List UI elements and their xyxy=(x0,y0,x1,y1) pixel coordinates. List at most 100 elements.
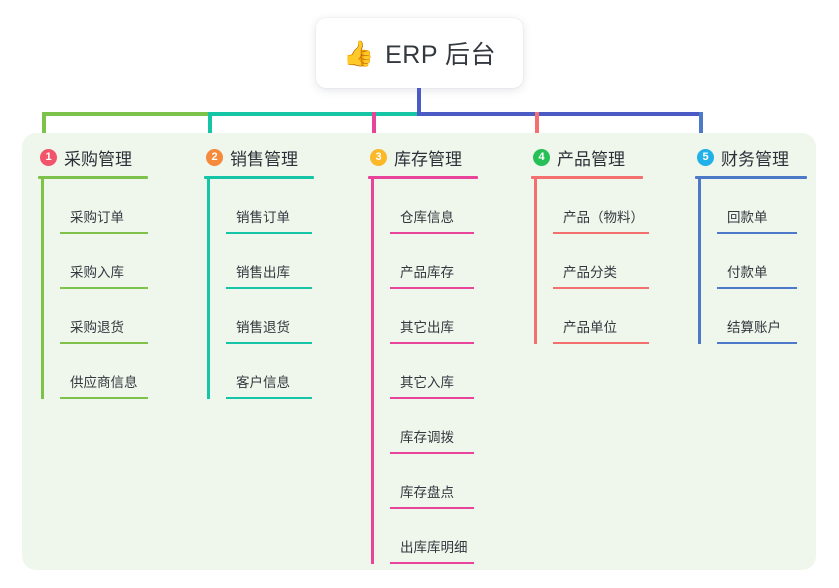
branch-item[interactable]: 其它入库 xyxy=(390,344,478,399)
branch-spine xyxy=(41,179,44,399)
branch-item[interactable]: 其它出库 xyxy=(390,289,478,344)
branch-item-label: 库存盘点 xyxy=(400,485,454,500)
branch-item-label: 产品库存 xyxy=(400,265,454,280)
branch-item[interactable]: 产品单位 xyxy=(553,289,649,344)
branch-item-list: 仓库信息产品库存其它出库其它入库库存调拨库存盘点出库库明细 xyxy=(368,179,478,564)
branch-item-label: 付款单 xyxy=(727,265,768,280)
branch-header-rule xyxy=(204,176,314,179)
branch-item-label: 产品单位 xyxy=(563,320,617,335)
branch-column-4: 4 产品管理产品（物料） 产品分类产品单位 xyxy=(531,144,649,344)
branch-item[interactable]: 销售出库 xyxy=(226,234,314,289)
branch-item-rule xyxy=(390,397,474,399)
branch-item[interactable]: 付款单 xyxy=(717,234,807,289)
branch-number-badge: 2 xyxy=(206,148,223,166)
root-title: ERP 后台 xyxy=(385,41,497,69)
branch-column-5: 5 财务管理回款单付款单结算账户 xyxy=(695,144,807,344)
branch-item-rule xyxy=(553,232,649,234)
branch-item-rule xyxy=(60,342,148,344)
branches-panel xyxy=(22,133,816,570)
branch-header-2[interactable]: 2 销售管理 xyxy=(204,144,314,170)
branch-column-2: 2 销售管理销售订单销售出库销售退货客户信息 xyxy=(204,144,314,399)
branch-header-rule xyxy=(695,176,807,179)
branch-item-rule xyxy=(60,232,148,234)
branch-spine xyxy=(698,179,701,344)
branch-item-list: 产品（物料） 产品分类产品单位 xyxy=(531,179,649,344)
branch-item-rule xyxy=(226,287,312,289)
branch-item[interactable]: 销售退货 xyxy=(226,289,314,344)
branch-title: 库存管理 xyxy=(394,149,462,169)
branch-item[interactable]: 回款单 xyxy=(717,179,807,234)
branch-item[interactable]: 库存调拨 xyxy=(390,399,478,454)
thumbs-up-icon: 👍 xyxy=(342,39,375,68)
bus-segment-1 xyxy=(42,112,208,116)
branch-number-badge: 4 xyxy=(533,148,550,166)
branch-item-label: 客户信息 xyxy=(236,375,290,390)
branch-item-rule xyxy=(390,562,474,564)
branch-item-rule xyxy=(717,342,797,344)
branch-item-rule xyxy=(717,287,797,289)
branch-item-label: 库存调拨 xyxy=(400,430,454,445)
branch-number-badge: 5 xyxy=(697,148,714,166)
branch-item-rule xyxy=(226,397,312,399)
branch-item[interactable]: 采购入库 xyxy=(60,234,148,289)
branch-item-rule xyxy=(390,452,474,454)
branch-item-label: 仓库信息 xyxy=(400,210,454,225)
branch-item-rule xyxy=(226,232,312,234)
branch-item[interactable]: 客户信息 xyxy=(226,344,314,399)
branch-spine xyxy=(371,179,374,564)
branch-spine xyxy=(207,179,210,399)
branch-number-badge: 3 xyxy=(370,148,387,166)
branch-spine xyxy=(534,179,537,344)
branch-item-rule xyxy=(390,342,474,344)
branch-header-5[interactable]: 5 财务管理 xyxy=(695,144,807,170)
branch-header-rule xyxy=(38,176,148,179)
root-trunk-connector xyxy=(417,88,421,114)
branch-item[interactable]: 销售订单 xyxy=(226,179,314,234)
branch-item-label: 回款单 xyxy=(727,210,768,225)
branch-header-rule xyxy=(368,176,478,179)
branch-item[interactable]: 供应商信息 xyxy=(60,344,148,399)
branch-item-rule xyxy=(390,232,474,234)
branch-item-label: 销售退货 xyxy=(236,320,290,335)
branch-item-label: 产品（物料） xyxy=(563,210,644,225)
branch-item-rule xyxy=(390,507,474,509)
branch-item-rule xyxy=(226,342,312,344)
branch-item[interactable]: 结算账户 xyxy=(717,289,807,344)
root-node[interactable]: 👍 ERP 后台 xyxy=(316,18,523,88)
branch-item[interactable]: 仓库信息 xyxy=(390,179,478,234)
branch-item[interactable]: 产品（物料） xyxy=(553,179,649,234)
branch-item-label: 采购退货 xyxy=(70,320,124,335)
branch-column-3: 3 库存管理仓库信息产品库存其它出库其它入库库存调拨库存盘点出库库明细 xyxy=(368,144,478,564)
branch-title: 财务管理 xyxy=(721,149,789,169)
branch-number-badge: 1 xyxy=(40,148,57,166)
branch-item[interactable]: 产品分类 xyxy=(553,234,649,289)
branch-item-list: 销售订单销售出库销售退货客户信息 xyxy=(204,179,314,399)
branch-item-label: 其它入库 xyxy=(400,375,454,390)
branch-item[interactable]: 出库库明细 xyxy=(390,509,478,564)
branch-item-label: 其它出库 xyxy=(400,320,454,335)
branch-item-list: 采购订单采购入库采购退货供应商信息 xyxy=(38,179,148,399)
branch-item[interactable]: 采购退货 xyxy=(60,289,148,344)
branch-item[interactable]: 产品库存 xyxy=(390,234,478,289)
branch-item-label: 出库库明细 xyxy=(400,540,468,555)
branch-item-label: 采购入库 xyxy=(70,265,124,280)
branch-header-3[interactable]: 3 库存管理 xyxy=(368,144,478,170)
branch-item[interactable]: 采购订单 xyxy=(60,179,148,234)
branch-item-rule xyxy=(553,287,649,289)
branch-item-label: 产品分类 xyxy=(563,265,617,280)
branch-item-rule xyxy=(390,287,474,289)
branch-title: 销售管理 xyxy=(230,149,298,169)
branch-item-rule xyxy=(60,287,148,289)
branch-header-4[interactable]: 4 产品管理 xyxy=(531,144,643,170)
branch-item-label: 供应商信息 xyxy=(70,375,138,390)
branch-item-rule xyxy=(60,397,148,399)
branch-item-list: 回款单付款单结算账户 xyxy=(695,179,807,344)
branch-item-label: 采购订单 xyxy=(70,210,124,225)
bus-segment-2 xyxy=(208,112,421,116)
branch-title: 产品管理 xyxy=(557,149,625,169)
branch-item[interactable]: 库存盘点 xyxy=(390,454,478,509)
branch-item-rule xyxy=(717,232,797,234)
